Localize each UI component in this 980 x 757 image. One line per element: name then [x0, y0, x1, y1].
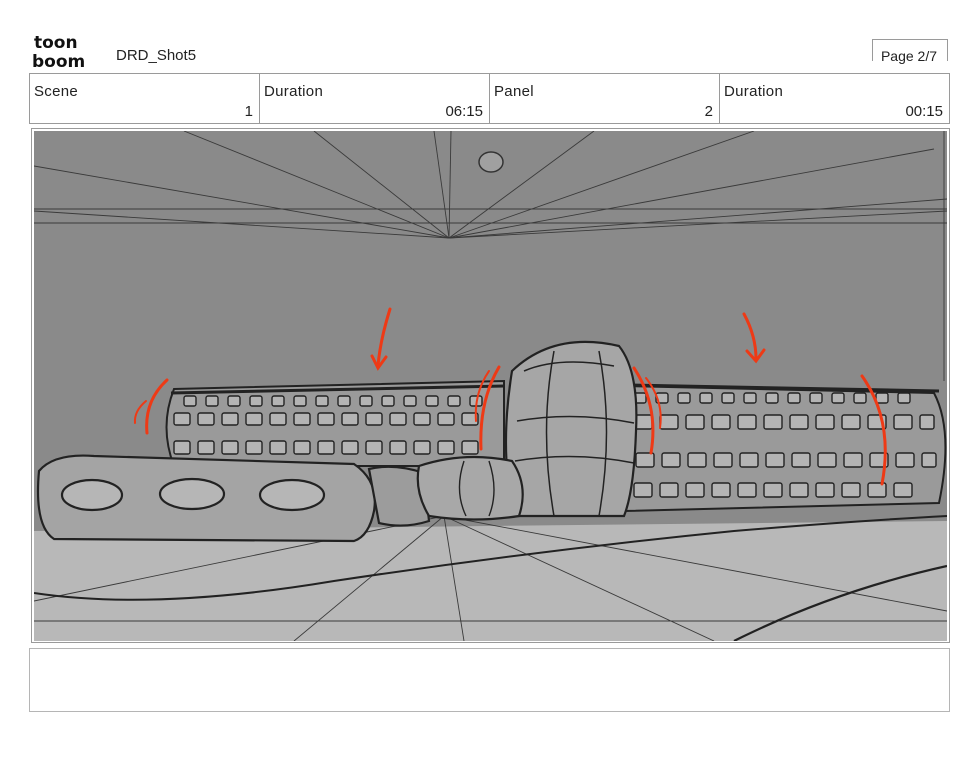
front-pod-left — [36, 454, 376, 543]
panel-duration-cell: Duration 00:15 — [720, 74, 949, 123]
scene-duration-value: 06:15 — [445, 103, 483, 120]
panel-notes[interactable] — [29, 648, 950, 712]
panel-value: 2 — [704, 103, 713, 120]
motion-arc-3 — [479, 365, 501, 451]
scene-cell: Scene 1 — [30, 74, 260, 123]
project-name: DRD_Shot5 — [116, 47, 197, 64]
arrow-head-right — [745, 348, 766, 364]
floor — [34, 521, 947, 641]
motion-arc-4 — [474, 370, 490, 422]
floor-curve-2 — [733, 564, 947, 641]
page-indicator: Page 2/7 — [872, 39, 948, 64]
perspective-lines — [34, 131, 947, 641]
window-rows — [173, 392, 937, 498]
motion-arc-7 — [860, 374, 887, 486]
toon-boom-logo: toon boom — [32, 33, 85, 69]
scene-label: Scene — [34, 83, 79, 100]
logo-text-top: toon — [34, 33, 78, 53]
ceiling-light — [478, 151, 504, 173]
motion-arc-1 — [145, 378, 169, 435]
logo-text-bottom: boom — [32, 52, 85, 69]
central-dome — [504, 340, 638, 518]
arrow-head-left — [370, 354, 388, 371]
front-pod-center — [367, 455, 524, 527]
motion-marks — [133, 307, 887, 486]
panel-label: Panel — [494, 83, 534, 100]
panel-duration-label: Duration — [724, 83, 784, 100]
arrow-down-right — [742, 312, 758, 361]
motion-arc-5 — [632, 366, 655, 455]
arrow-down-left — [376, 307, 392, 368]
panel-duration-value: 00:15 — [905, 103, 943, 120]
scene-value: 1 — [244, 103, 253, 120]
scene-duration-label: Duration — [264, 83, 324, 100]
floor-curve — [34, 515, 947, 601]
scene-duration-cell: Duration 06:15 — [260, 74, 490, 123]
panel-info-table: Scene 1 Duration 06:15 Panel 2 Duration … — [29, 73, 950, 124]
motion-arc-6 — [645, 377, 662, 429]
panel-cell: Panel 2 — [490, 74, 720, 123]
motion-arc-2 — [133, 400, 147, 424]
page-indicator-text: Page 2/7 — [880, 48, 938, 64]
storyboard-panel-image — [34, 131, 947, 641]
